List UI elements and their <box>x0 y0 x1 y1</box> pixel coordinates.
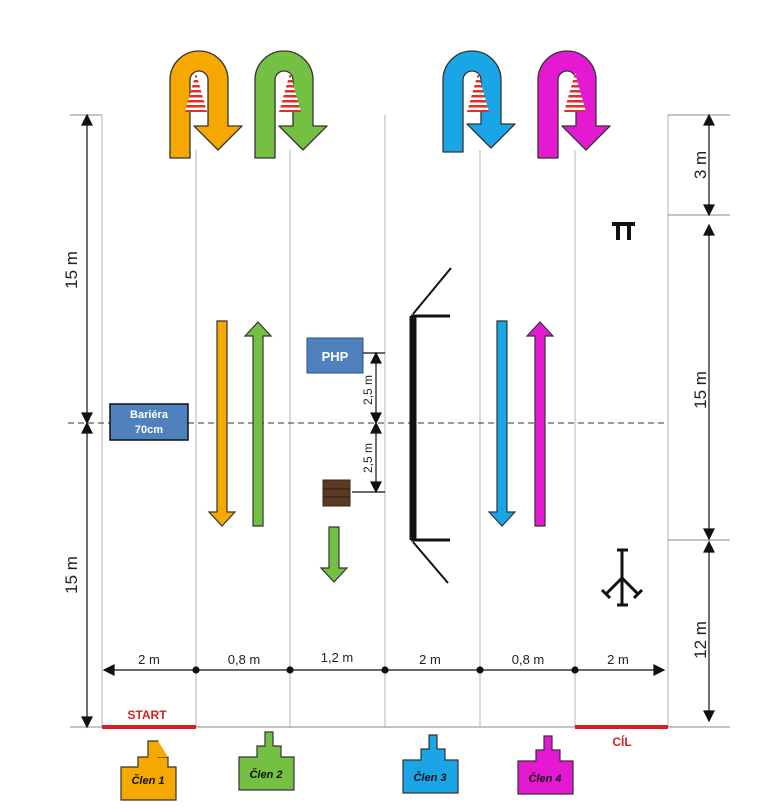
hurdle-icon <box>612 222 635 240</box>
stretcher-icon <box>322 479 351 507</box>
team-label-3: Člen 3 <box>413 771 446 784</box>
cone-icon <box>564 73 586 112</box>
width-label: 1,2 m <box>321 650 354 665</box>
width-labels: 2 m 0,8 m 1,2 m 2 m 0,8 m 2 m <box>138 650 629 667</box>
right-dimensions <box>703 113 715 723</box>
dimension-dot <box>192 666 200 674</box>
team-label-4: Člen 4 <box>528 772 561 785</box>
hurdle-leg <box>627 222 631 240</box>
tripod-icon <box>600 548 644 607</box>
cone-icon <box>185 73 207 112</box>
wall-bracket <box>409 267 452 584</box>
tripod-left-leg <box>604 576 624 596</box>
dim-right-middle: 15 m <box>691 371 710 409</box>
start-label: START <box>127 708 167 722</box>
dimension-dot <box>286 666 294 674</box>
team-marker-3 <box>402 734 459 794</box>
tripod-right-foot <box>632 588 644 600</box>
team-label-1: Člen 1 <box>131 774 164 787</box>
dim-php-up: 2,5 m <box>361 375 375 405</box>
crate-body <box>322 479 351 507</box>
barrier-label-line1: Bariéra <box>130 409 169 421</box>
team-marker-1 <box>120 740 177 801</box>
arrowhead-icon <box>703 204 715 217</box>
arrowhead-icon <box>370 481 382 494</box>
arrowhead-icon <box>370 421 382 434</box>
arrowhead-icon <box>703 540 715 553</box>
team-marker-1-tip <box>148 741 168 757</box>
arrowhead-icon <box>81 421 93 434</box>
php-box-rect <box>306 337 364 374</box>
dimension-dot <box>571 666 579 674</box>
team-labels: Člen 1 Člen 2 Člen 3 Člen 4 <box>131 768 561 787</box>
cone-icon <box>467 73 489 112</box>
arrowhead-icon <box>81 113 93 126</box>
width-dimension <box>102 664 666 676</box>
arrowhead-icon <box>703 528 715 541</box>
team-marker-4 <box>517 735 574 795</box>
down-arrow-blue <box>487 320 517 527</box>
finish-label: CÍL <box>612 734 631 749</box>
lane-arrows <box>207 320 555 583</box>
uturn-arrow-magenta <box>537 50 611 159</box>
dim-php-down: 2,5 m <box>361 443 375 473</box>
dim-left-bottom: 15 m <box>62 556 81 594</box>
wall-bottom-wing <box>412 541 449 584</box>
cones <box>185 73 586 112</box>
lane-lines <box>101 115 669 727</box>
arrowhead-icon <box>81 412 93 425</box>
uturn-arrow-green <box>254 50 328 159</box>
up-arrow-magenta <box>525 321 555 527</box>
php-label: PHP <box>322 349 349 364</box>
team-markers <box>120 731 574 801</box>
team-label-2: Člen 2 <box>249 768 282 781</box>
dimension-dot <box>381 666 389 674</box>
barrier-box: Bariéra 70cm <box>109 403 189 441</box>
tripod-right-leg <box>620 576 640 596</box>
arrowhead-icon <box>653 664 666 676</box>
team-marker-2 <box>238 731 295 791</box>
short-down-arrow-green <box>319 526 349 583</box>
cone-icon <box>279 73 301 112</box>
width-label: 0,8 m <box>512 652 545 667</box>
php-dimension <box>352 351 385 494</box>
down-arrow-orange <box>207 320 237 527</box>
arrowhead-icon <box>81 716 93 729</box>
uturn-arrow-blue <box>442 50 516 153</box>
dim-right-top: 3 m <box>691 151 710 179</box>
width-label: 2 m <box>138 652 160 667</box>
arrowhead-icon <box>703 223 715 236</box>
dimension-dot <box>476 666 484 674</box>
barrier-label-line2: 70cm <box>135 424 163 436</box>
hurdle-leg <box>616 222 620 240</box>
uturn-arrows <box>169 50 611 159</box>
arrowhead-icon <box>370 412 382 425</box>
arrowhead-icon <box>102 664 115 676</box>
hurdle-bar <box>612 222 635 226</box>
width-label: 0,8 m <box>228 652 261 667</box>
tripod-left-foot <box>600 588 612 600</box>
barrier-box-rect <box>109 403 189 441</box>
arrowhead-icon <box>703 710 715 723</box>
arrowhead-icon <box>370 351 382 364</box>
php-box: PHP <box>306 337 364 374</box>
dim-right-bottom: 12 m <box>691 621 710 659</box>
up-arrow-green <box>243 321 273 527</box>
left-dimensions <box>81 113 93 729</box>
arrowhead-icon <box>703 113 715 126</box>
wall-top-wing <box>412 267 452 315</box>
width-label: 2 m <box>419 652 441 667</box>
width-label: 2 m <box>607 652 629 667</box>
dim-left-top: 15 m <box>62 251 81 289</box>
uturn-arrow-orange <box>169 50 243 159</box>
